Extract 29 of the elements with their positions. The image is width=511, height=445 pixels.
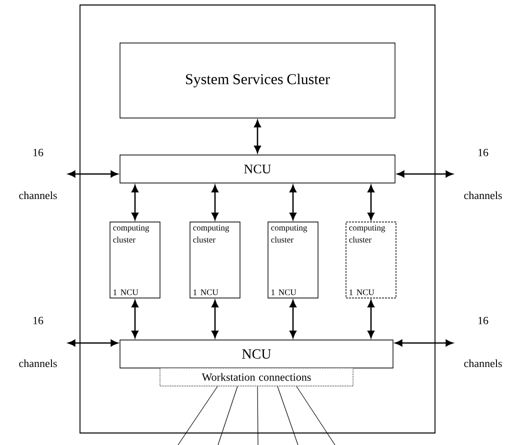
arrow xyxy=(368,184,374,220)
arrow xyxy=(368,300,374,338)
arrow xyxy=(212,300,218,338)
channel-label: 16 channels xyxy=(19,316,57,368)
cluster-box: computing cluster 1 NCU xyxy=(110,222,160,298)
unit-box: NCU xyxy=(120,154,396,184)
arrow xyxy=(132,300,138,338)
arrow xyxy=(132,184,138,220)
channel-label: 16 channels xyxy=(464,148,502,200)
connection-box: Workstation connections xyxy=(160,368,354,386)
channel-label: 16 channels xyxy=(19,148,57,200)
arrow xyxy=(212,184,218,220)
cluster-box: computing cluster 1 NCU xyxy=(346,222,396,298)
connection-line xyxy=(257,386,258,445)
connection-line xyxy=(178,386,218,445)
cluster-box: computing cluster 1 NCU xyxy=(268,222,318,298)
connection-line xyxy=(296,386,336,445)
arrow xyxy=(395,340,454,346)
arrow xyxy=(290,300,296,338)
cluster-box: computing cluster 1 NCU xyxy=(190,222,240,298)
arrow xyxy=(68,340,118,346)
cluster-box: System Services Cluster xyxy=(120,42,396,118)
connection-line xyxy=(277,386,298,445)
arrow xyxy=(290,184,296,220)
connection-line xyxy=(218,386,238,445)
arrow xyxy=(397,170,454,178)
arrow xyxy=(68,170,118,178)
arrow xyxy=(254,120,261,154)
channel-label: 16 channels xyxy=(464,316,502,368)
